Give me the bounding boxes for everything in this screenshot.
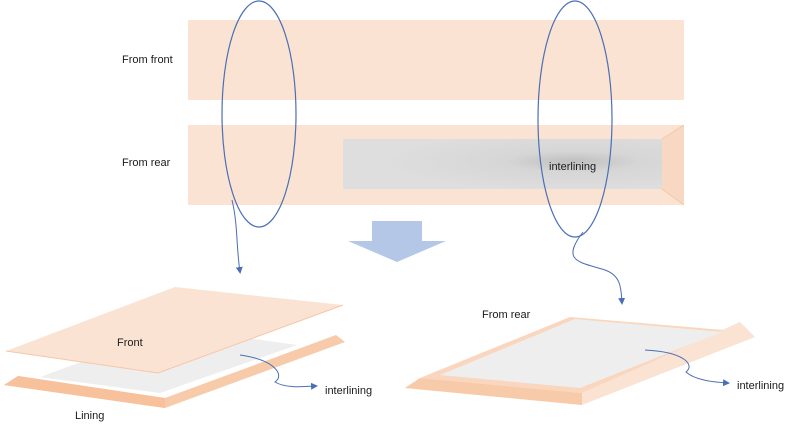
left-callout-arrow — [231, 199, 243, 274]
interlining-panel — [343, 139, 662, 189]
interlining-pointer-left — [239, 354, 318, 390]
from-rear-bottom-label: From rear — [482, 309, 531, 321]
right-callout-arrow — [572, 231, 626, 305]
interlining-layer-right — [440, 319, 722, 388]
interlining-pointer-right — [644, 349, 730, 387]
interlining-label-top: interlining — [549, 161, 596, 173]
down-arrow — [348, 221, 446, 262]
rear-panel-right — [405, 317, 755, 405]
front-panel — [6, 287, 343, 373]
rear-view-strip — [188, 124, 685, 206]
interlining-label-right: interlining — [737, 380, 784, 392]
from-rear-label: From rear — [122, 157, 171, 169]
right-callout-ellipse — [537, 0, 613, 238]
front-view-strip — [188, 20, 684, 100]
front-panel-label: Front — [117, 337, 143, 349]
from-front-label: From front — [122, 54, 173, 66]
left-callout-ellipse — [221, 0, 297, 228]
lining-label: Lining — [75, 410, 104, 422]
interlining-label-left: interlining — [325, 385, 372, 397]
assembled-layers-left — [4, 287, 345, 408]
